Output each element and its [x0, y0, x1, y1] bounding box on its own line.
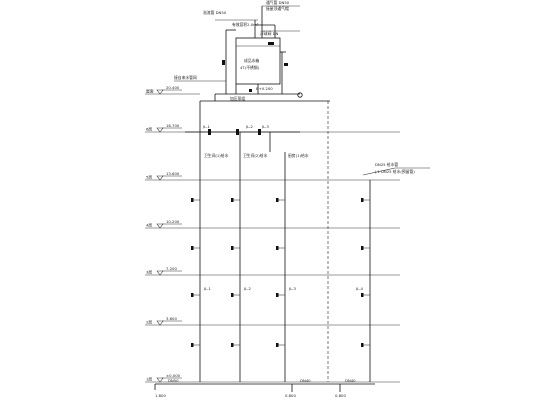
floor-elevation: 3.600	[166, 316, 177, 321]
floor-name: 4层	[146, 223, 152, 228]
inlet-label: 浮球阀 DN	[260, 31, 279, 36]
fixture-valve	[276, 293, 279, 297]
floor-name: 1层	[146, 377, 152, 382]
fixture-valve	[361, 343, 364, 347]
fixture-valve	[361, 246, 364, 250]
floor-name: 屋面	[146, 89, 154, 94]
elevation-marker	[156, 89, 164, 95]
elevation-marker	[156, 175, 164, 181]
elevation-marker	[156, 377, 164, 383]
floor-elevation: ±0.000	[166, 373, 181, 378]
riser-label-1: JL-1	[203, 286, 212, 291]
unit-label-3: 厨房(1)给水	[288, 153, 309, 158]
fixture-valve	[276, 246, 279, 250]
fixture-valve	[231, 343, 234, 347]
riser-label-4: JL-4	[355, 286, 364, 291]
bottom-label-3: 0.800	[335, 393, 346, 398]
fixture-valve	[361, 198, 364, 202]
right-note: DN25 给水管 J-1 DN25 给水(预留管)	[362, 162, 430, 176]
tank-sub: 4T(不锈钢)	[240, 65, 260, 70]
bottom-label-2: 0.800	[285, 393, 296, 398]
fixture-valve	[276, 343, 279, 347]
supply-header: JL-1 JL-2 JL-3	[185, 93, 330, 152]
vent-sub-label: 接屋顶通气帽	[266, 6, 289, 11]
floor-elevation: 20.400	[166, 85, 180, 90]
pump-label: 加压泵组	[230, 96, 245, 101]
bottom-pipe-label-2: DN40	[300, 378, 311, 383]
unit-label-2: 卫生间(2)给水	[243, 153, 268, 158]
fixture-valve	[191, 343, 194, 347]
rooftop-tank-group: 溢流管 DN50 通气管 DN50 接屋顶通气帽 浮球阀 DN 成品水箱 4T(…	[174, 0, 303, 101]
fixture-valve	[191, 246, 194, 250]
tank-level: B+0.200	[256, 86, 273, 91]
bottom-pipe-label-3: DN40	[345, 378, 356, 383]
fixture-valve	[231, 198, 234, 202]
tank-title: 成品水箱	[244, 58, 259, 63]
unit-label-1: 卫生间(1)给水	[204, 153, 229, 158]
floor-elevation: 10.200	[166, 219, 180, 224]
ground-pipes: 1.800 0.800 0.800 DN50 DN40 DN40	[154, 378, 375, 398]
tank-detail: 有效容积2.0m³	[232, 22, 259, 27]
floor-name: 6层	[146, 127, 152, 132]
elevation-marker	[156, 320, 164, 326]
floor-name: 2层	[146, 320, 152, 325]
elevation-marker	[156, 270, 164, 276]
overflow-label: 溢流管 DN50	[203, 10, 227, 15]
floor-name: 3层	[146, 270, 152, 275]
riser-label-3: JL-3	[288, 286, 297, 291]
floor-elevation: 13.600	[166, 171, 180, 176]
risers: 卫生间(1)给水 卫生间(2)给水 厨房(1)给水 JL-1 JL-2 JL-3…	[191, 101, 371, 382]
bottom-label-1: 1.800	[155, 393, 166, 398]
riser-label-2: JL-2	[243, 286, 252, 291]
elevation-marker	[156, 223, 164, 229]
fixture-valve	[191, 293, 194, 297]
floor-elevation: 7.200	[166, 266, 177, 271]
floor-name: 5层	[146, 175, 152, 180]
right-note-line1: DN25 给水管	[375, 162, 398, 167]
branch-label-1: JL-1	[202, 124, 211, 129]
fixture-valve	[191, 198, 194, 202]
floor-levels: 屋面 20.400 6层 16.700 5层 13.600 4层 10.200 3层 7.200 2…	[145, 85, 400, 383]
left-annotation: 接自来水管网	[174, 75, 197, 80]
fixture-valve	[276, 198, 279, 202]
fixture-valve	[361, 293, 364, 297]
fixture-valve	[231, 246, 234, 250]
branch-label-3: JL-3	[261, 124, 270, 129]
fixture-valve	[231, 293, 234, 297]
branch-label-2: JL-2	[245, 124, 254, 129]
right-note-line2: J-1 DN25 给水(预留管)	[374, 169, 415, 174]
floor-elevation: 16.700	[166, 123, 180, 128]
vent-label: 通气管 DN50	[266, 0, 290, 5]
elevation-marker	[156, 127, 164, 133]
bottom-pipe-label-1: DN50	[168, 378, 179, 383]
